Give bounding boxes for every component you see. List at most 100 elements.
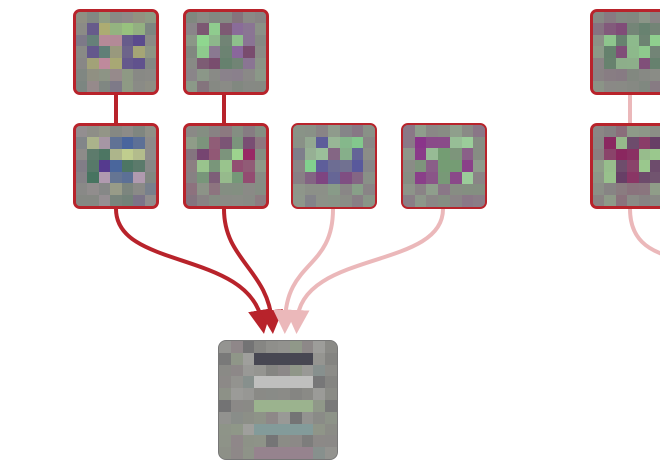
pixel — [133, 171, 145, 184]
pixel — [627, 46, 639, 58]
pixel — [638, 148, 651, 161]
pixel — [243, 194, 255, 206]
pixel — [650, 12, 660, 24]
pixel — [449, 148, 462, 161]
pixel — [473, 195, 485, 207]
pixel — [243, 69, 255, 81]
pixel — [144, 23, 156, 35]
pixel — [254, 364, 267, 377]
pixel — [144, 46, 156, 58]
pixel — [363, 195, 375, 207]
pixel — [243, 183, 255, 195]
pixel — [650, 148, 660, 161]
pixel — [289, 341, 302, 353]
pixel — [301, 411, 314, 424]
pixel — [339, 195, 352, 207]
link-mid2-output — [222, 208, 284, 334]
pixel — [461, 148, 474, 161]
pixel — [351, 125, 364, 137]
pixel — [219, 435, 231, 448]
pixel — [76, 23, 88, 35]
pixel — [231, 171, 244, 184]
pixel — [638, 126, 651, 138]
pixel — [638, 34, 651, 47]
pixel — [220, 12, 232, 24]
pixel — [133, 69, 145, 81]
pixel — [254, 400, 267, 412]
pixel — [604, 160, 616, 172]
pixel — [208, 23, 221, 35]
pixel — [219, 423, 231, 436]
pixel — [313, 423, 326, 436]
pixel — [615, 80, 628, 92]
pixel — [98, 57, 111, 70]
pixel — [313, 400, 326, 412]
pixel — [144, 34, 156, 47]
pixel — [328, 195, 340, 207]
pixel — [316, 183, 329, 196]
pixel — [351, 136, 364, 149]
pixel — [650, 69, 660, 81]
pixel — [110, 23, 122, 35]
pixel — [87, 80, 99, 92]
pixel — [220, 23, 232, 35]
pixel — [627, 69, 639, 81]
pixel — [76, 46, 88, 58]
pixel — [449, 171, 462, 184]
pixel — [110, 137, 122, 149]
pixel — [604, 171, 616, 184]
pixel — [254, 80, 266, 92]
pixel — [254, 171, 266, 184]
pixel — [266, 400, 278, 412]
pixel — [197, 137, 209, 149]
pixel — [208, 126, 221, 138]
pixel — [627, 171, 639, 184]
pixel — [627, 183, 639, 195]
pixel — [197, 160, 209, 172]
pixel — [289, 364, 302, 377]
pixel — [144, 126, 156, 138]
pixel — [242, 352, 255, 365]
pixel — [242, 423, 255, 436]
pixel — [313, 411, 326, 424]
pixel — [325, 376, 337, 389]
pixel — [289, 447, 302, 459]
pixel — [593, 34, 605, 47]
pixel — [220, 160, 232, 172]
pixel — [220, 183, 232, 195]
pixel — [313, 364, 326, 377]
pixel — [220, 126, 232, 138]
pixel — [473, 183, 485, 196]
pixel — [121, 69, 134, 81]
pixel — [186, 12, 198, 24]
pixel — [231, 46, 244, 58]
pixel — [208, 160, 221, 172]
pixel — [186, 194, 198, 206]
pixel — [98, 126, 111, 138]
pixel — [593, 23, 605, 35]
pixel — [301, 447, 314, 459]
pixel — [208, 183, 221, 195]
pixel — [449, 160, 462, 172]
pixel — [461, 183, 474, 196]
pixel — [289, 435, 302, 448]
pixel — [87, 183, 99, 195]
pixel — [254, 352, 267, 365]
pixel — [301, 388, 314, 400]
pixel — [87, 171, 99, 184]
pixel — [414, 125, 427, 137]
pixel — [304, 160, 317, 172]
pixel — [219, 352, 231, 365]
pixel — [243, 57, 255, 70]
pixel — [426, 183, 439, 196]
pixel — [638, 183, 651, 195]
pixel — [197, 126, 209, 138]
pixel — [197, 57, 209, 70]
pixel — [325, 388, 337, 400]
pixel — [351, 195, 364, 207]
pixel — [230, 400, 243, 412]
pixel — [615, 183, 628, 195]
pixel — [121, 126, 134, 138]
pixel — [220, 80, 232, 92]
pixel — [278, 400, 290, 412]
